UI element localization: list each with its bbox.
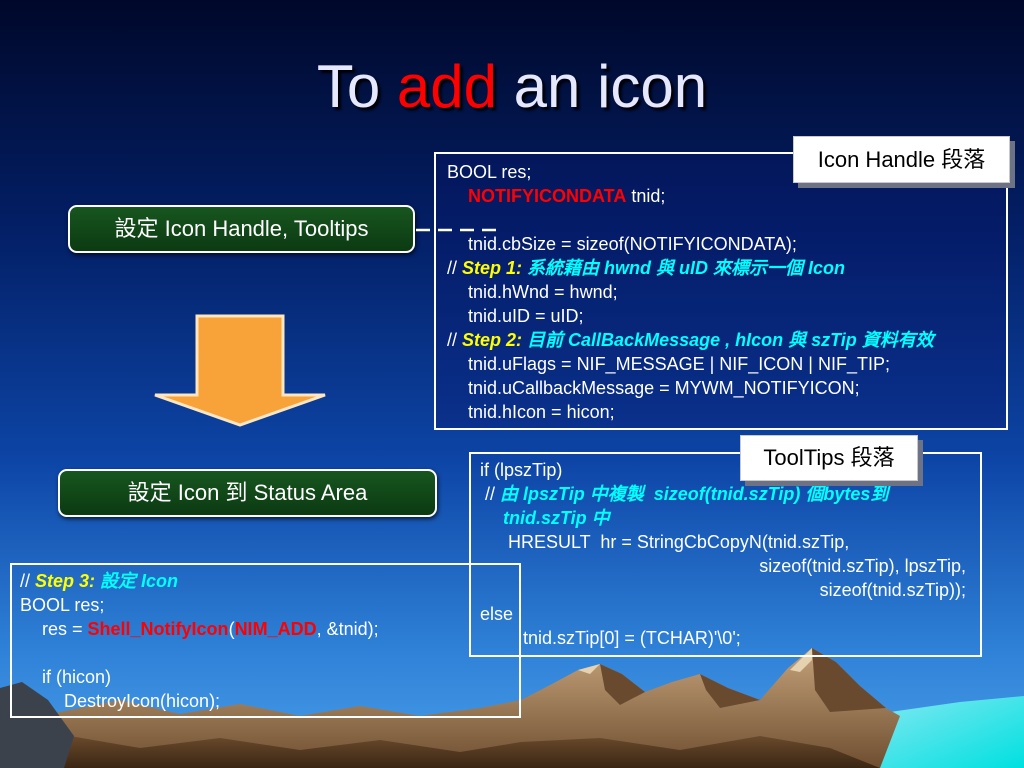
- code-line: if (hicon): [20, 665, 519, 689]
- callout-tooltips-section: ToolTips 段落: [740, 435, 918, 481]
- code-line: tnid.hIcon = hicon;: [447, 400, 1006, 424]
- code-text: DestroyIcon(hicon);: [64, 691, 221, 711]
- code-blank-line: [447, 208, 1006, 232]
- code-text: if (hicon): [42, 667, 112, 687]
- code-comment-step-1: // Step 1: 系統藉由 hwnd 與 uID 來標示一個 Icon: [447, 256, 1006, 280]
- code-text: BOOL res;: [447, 162, 532, 182]
- code-keyword: NOTIFYICONDATA: [468, 186, 627, 206]
- code-block-add-icon: // Step 3: 設定 Icon BOOL res; res = Shell…: [10, 563, 521, 718]
- step-box-label: 設定 Icon Handle, Tooltips: [114, 216, 369, 241]
- code-text: else: [480, 604, 514, 624]
- slide-title: To add an icon: [0, 52, 1024, 122]
- code-keyword: Shell_NotifyIcon: [87, 619, 229, 639]
- comment-slashes: //: [447, 258, 463, 278]
- code-comment-step-3: // Step 3: 設定 Icon: [20, 569, 519, 593]
- code-line: if (lpszTip): [480, 458, 966, 482]
- title-word-an-icon: an icon: [513, 53, 708, 120]
- code-line: NOTIFYICONDATA tnid;: [447, 184, 1006, 208]
- code-blank-line: [20, 641, 519, 665]
- code-line: tnid.cbSize = sizeof(NOTIFYICONDATA);: [447, 232, 1006, 256]
- callout-text: Icon Handle 段落: [817, 147, 986, 172]
- comment-text: 目前 CallBackMessage , hIcon 與 szTip 資料有效: [522, 330, 934, 350]
- code-text: , &tnid);: [316, 619, 379, 639]
- code-line: tnid.uFlags = NIF_MESSAGE | NIF_ICON | N…: [447, 352, 1006, 376]
- comment-text: 系統藉由 hwnd 與 uID 來標示一個 Icon: [522, 258, 846, 278]
- step-box-label: 設定 Icon 到 Status Area: [127, 480, 368, 505]
- code-line: BOOL res;: [447, 160, 1006, 184]
- code-text: tnid.szTip[0] = (TCHAR)'\0';: [523, 628, 741, 648]
- code-line: HRESULT hr = StringCbCopyN(tnid.szTip,: [480, 530, 966, 554]
- title-word-to: To: [316, 53, 381, 120]
- comment-slashes: //: [20, 571, 36, 591]
- code-line: sizeof(tnid.szTip));: [480, 578, 966, 602]
- code-text: tnid;: [626, 186, 666, 206]
- code-line: tnid.hWnd = hwnd;: [447, 280, 1006, 304]
- code-text: HRESULT hr = StringCbCopyN(tnid.szTip,: [508, 532, 850, 552]
- code-text: BOOL res;: [20, 595, 105, 615]
- code-line: else: [480, 602, 966, 626]
- code-line: tnid.uID = uID;: [447, 304, 1006, 328]
- dashed-connector: [416, 228, 496, 232]
- code-line: tnid.uCallbackMessage = MYWM_NOTIFYICON;: [447, 376, 1006, 400]
- code-block-tooltips: if (lpszTip) // 由 lpszTip 中複製 sizeof(tni…: [469, 452, 982, 657]
- code-block-icon-handle: BOOL res; NOTIFYICONDATA tnid; tnid.cbSi…: [434, 152, 1008, 430]
- code-comment-continuation: tnid.szTip 中: [480, 506, 966, 530]
- code-comment-step-2: // Step 2: 目前 CallBackMessage , hIcon 與 …: [447, 328, 1006, 352]
- code-text: tnid.cbSize = sizeof(NOTIFYICONDATA);: [468, 234, 797, 254]
- code-line: tnid.szTip[0] = (TCHAR)'\0';: [480, 626, 966, 650]
- comment-slashes: //: [485, 484, 501, 504]
- code-text: tnid.hIcon = hicon;: [468, 402, 615, 422]
- step-marker: Step 1:: [462, 258, 523, 278]
- comment-slashes: //: [447, 330, 463, 350]
- comment-text: tnid.szTip 中: [503, 508, 610, 528]
- code-text: if (lpszTip): [480, 460, 563, 480]
- code-line: DestroyIcon(hicon);: [20, 689, 519, 713]
- code-line: sizeof(tnid.szTip), lpszTip,: [480, 554, 966, 578]
- comment-text: 由 lpszTip 中複製 sizeof(tnid.szTip) 個bytes到: [500, 484, 889, 504]
- code-text: tnid.uFlags = NIF_MESSAGE | NIF_ICON | N…: [468, 354, 890, 374]
- code-line: BOOL res;: [20, 593, 519, 617]
- step-marker: Step 2:: [462, 330, 523, 350]
- code-text: tnid.uCallbackMessage = MYWM_NOTIFYICON;: [468, 378, 860, 398]
- callout-icon-handle-section: Icon Handle 段落: [793, 136, 1010, 183]
- code-text: sizeof(tnid.szTip), lpszTip,: [759, 556, 966, 576]
- code-text: (: [228, 619, 235, 639]
- step-box-set-icon-handle-tooltips: 設定 Icon Handle, Tooltips: [68, 205, 415, 253]
- code-text: tnid.uID = uID;: [468, 306, 584, 326]
- code-text: sizeof(tnid.szTip));: [819, 580, 966, 600]
- code-text: res =: [42, 619, 88, 639]
- code-line: res = Shell_NotifyIcon(NIM_ADD, &tnid);: [20, 617, 519, 641]
- step-marker: Step 3:: [35, 571, 96, 591]
- callout-text: ToolTips 段落: [763, 445, 895, 470]
- title-word-add: add: [396, 53, 497, 120]
- comment-text: 設定 Icon: [95, 571, 179, 591]
- code-text: tnid.hWnd = hwnd;: [468, 282, 618, 302]
- step-box-set-icon-status-area: 設定 Icon 到 Status Area: [58, 469, 437, 517]
- code-comment-copy: // 由 lpszTip 中複製 sizeof(tnid.szTip) 個byt…: [480, 482, 966, 506]
- code-keyword: NIM_ADD: [234, 619, 317, 639]
- down-arrow: [154, 314, 326, 427]
